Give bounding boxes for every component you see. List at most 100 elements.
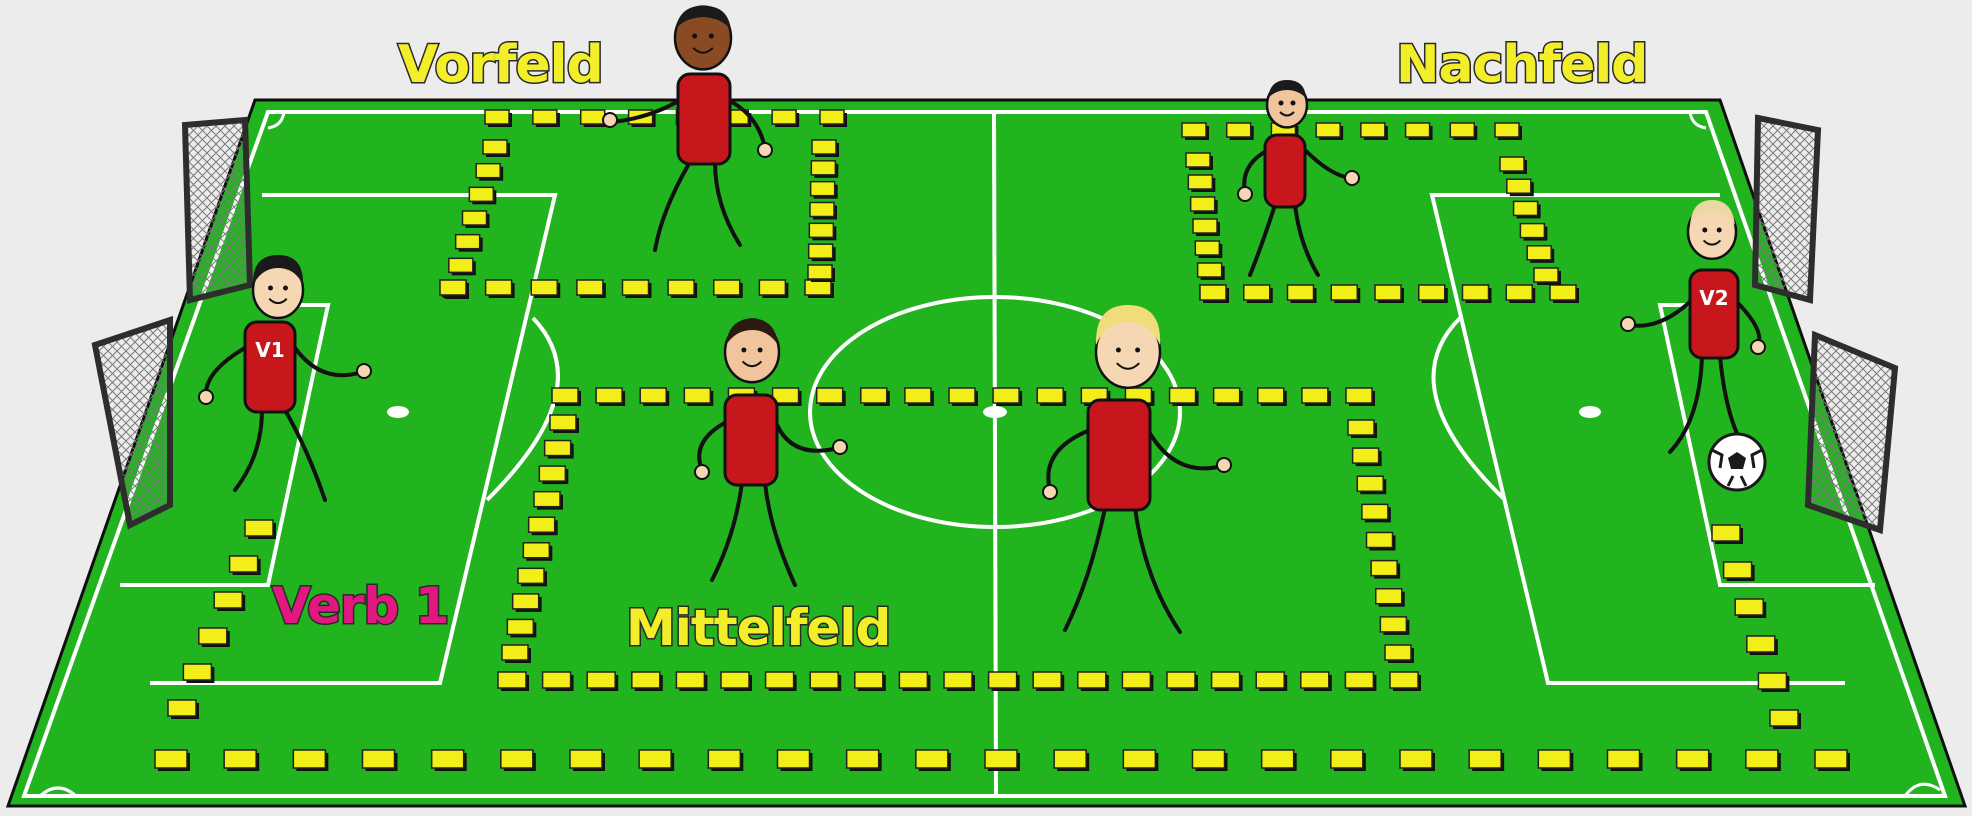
field-marker-icon [809,244,836,261]
field-marker-icon [1385,645,1414,663]
field-marker-icon [1463,285,1492,303]
field-marker-icon [1262,750,1297,771]
field-marker-icon [1331,750,1366,771]
field-marker-icon [1746,750,1781,771]
field-marker-icon [985,750,1020,771]
field-marker-icon [805,280,834,298]
field-marker-icon [989,672,1020,691]
field-marker-icon [810,672,841,691]
field-marker-icon [1520,224,1547,241]
field-marker-icon [847,750,882,771]
field-marker-icon [1188,175,1215,192]
field-marker-icon [183,664,214,683]
field-marker-icon [1256,672,1287,691]
field-marker-icon [944,672,975,691]
field-marker-icon [485,110,512,127]
field-marker-icon [1244,285,1273,303]
field-marker-icon [1316,123,1343,140]
field-marker-icon [812,140,839,157]
field-marker-icon [1469,750,1504,771]
field-marker-icon [817,388,846,406]
field-marker-icon [534,492,563,510]
mittelfeld-label: Mittelfeld [626,599,890,657]
field-marker-icon [293,750,328,771]
field-marker-icon [476,164,503,181]
field-marker-icon [552,388,581,406]
vorfeld-label: Vorfeld [398,35,603,95]
field-marker-icon [545,441,574,459]
field-marker-icon [1258,388,1287,406]
field-marker-icon [469,187,496,204]
field-marker-icon [230,556,261,575]
field-marker-icon [518,568,547,586]
field-marker-icon [759,280,788,298]
field-marker-icon [1376,589,1405,607]
field-marker-icon [1527,246,1554,263]
field-marker-icon [1288,285,1317,303]
field-marker-icon [1227,123,1254,140]
field-marker-icon [501,750,536,771]
field-marker-icon [772,110,799,127]
halfway-line [994,112,996,796]
field-marker-icon [1345,672,1376,691]
field-marker-icon [1182,123,1209,140]
field-marker-icon [810,203,837,220]
field-marker-icon [1514,201,1541,218]
field-marker-icon [513,594,542,612]
field-marker-icon [1191,197,1218,214]
field-marker-icon [1815,750,1850,771]
field-marker-icon [507,619,536,637]
field-marker-icon [640,388,669,406]
field-marker-icon [1301,672,1332,691]
field-marker-icon [531,280,560,298]
field-marker-icon [623,280,652,298]
field-marker-icon [596,388,625,406]
field-marker-icon [1123,750,1158,771]
field-marker-icon [811,161,838,178]
field-marker-icon [1193,219,1220,236]
field-marker-icon [498,672,529,691]
field-marker-icon [949,388,978,406]
field-marker-icon [1348,420,1377,438]
field-marker-icon [1735,599,1766,618]
field-marker-icon [486,280,515,298]
field-marker-icon [809,223,836,240]
field-marker-icon [1677,750,1712,771]
field-marker-icon [1500,157,1527,174]
field-marker-icon [1212,672,1243,691]
field-marker-icon [1390,672,1421,691]
soccer-ball-icon [1709,434,1765,490]
field-marker-icon [639,750,674,771]
field-marker-icon [502,645,531,663]
field-marker-icon [676,672,707,691]
field-marker-icon [905,388,934,406]
field-marker-icon [721,672,752,691]
field-marker-icon [1167,672,1198,691]
field-marker-icon [1033,672,1064,691]
field-marker-icon [1608,750,1643,771]
field-marker-icon [808,265,835,282]
field-marker-icon [523,543,552,561]
field-marker-icon [214,592,245,611]
field-marker-icon [1346,388,1375,406]
field-marker-icon [1367,533,1396,551]
field-marker-icon [1054,750,1089,771]
field-marker-icon [1534,268,1561,285]
field-marker-icon [363,750,398,771]
field-marker-icon [529,517,558,535]
field-marker-icon [463,211,490,228]
field-marker-icon [168,700,199,719]
field-marker-icon [1302,388,1331,406]
field-marker-icon [708,750,743,771]
field-marker-icon [1400,750,1435,771]
field-marker-icon [1770,710,1801,729]
field-marker-icon [1214,388,1243,406]
field-marker-icon [1758,673,1789,692]
field-marker-icon [440,280,469,298]
field-marker-icon [1724,562,1755,581]
field-marker-icon [1122,672,1153,691]
field-marker-icon [1361,123,1388,140]
field-marker-icon [1078,672,1109,691]
field-marker-icon [1712,525,1743,544]
